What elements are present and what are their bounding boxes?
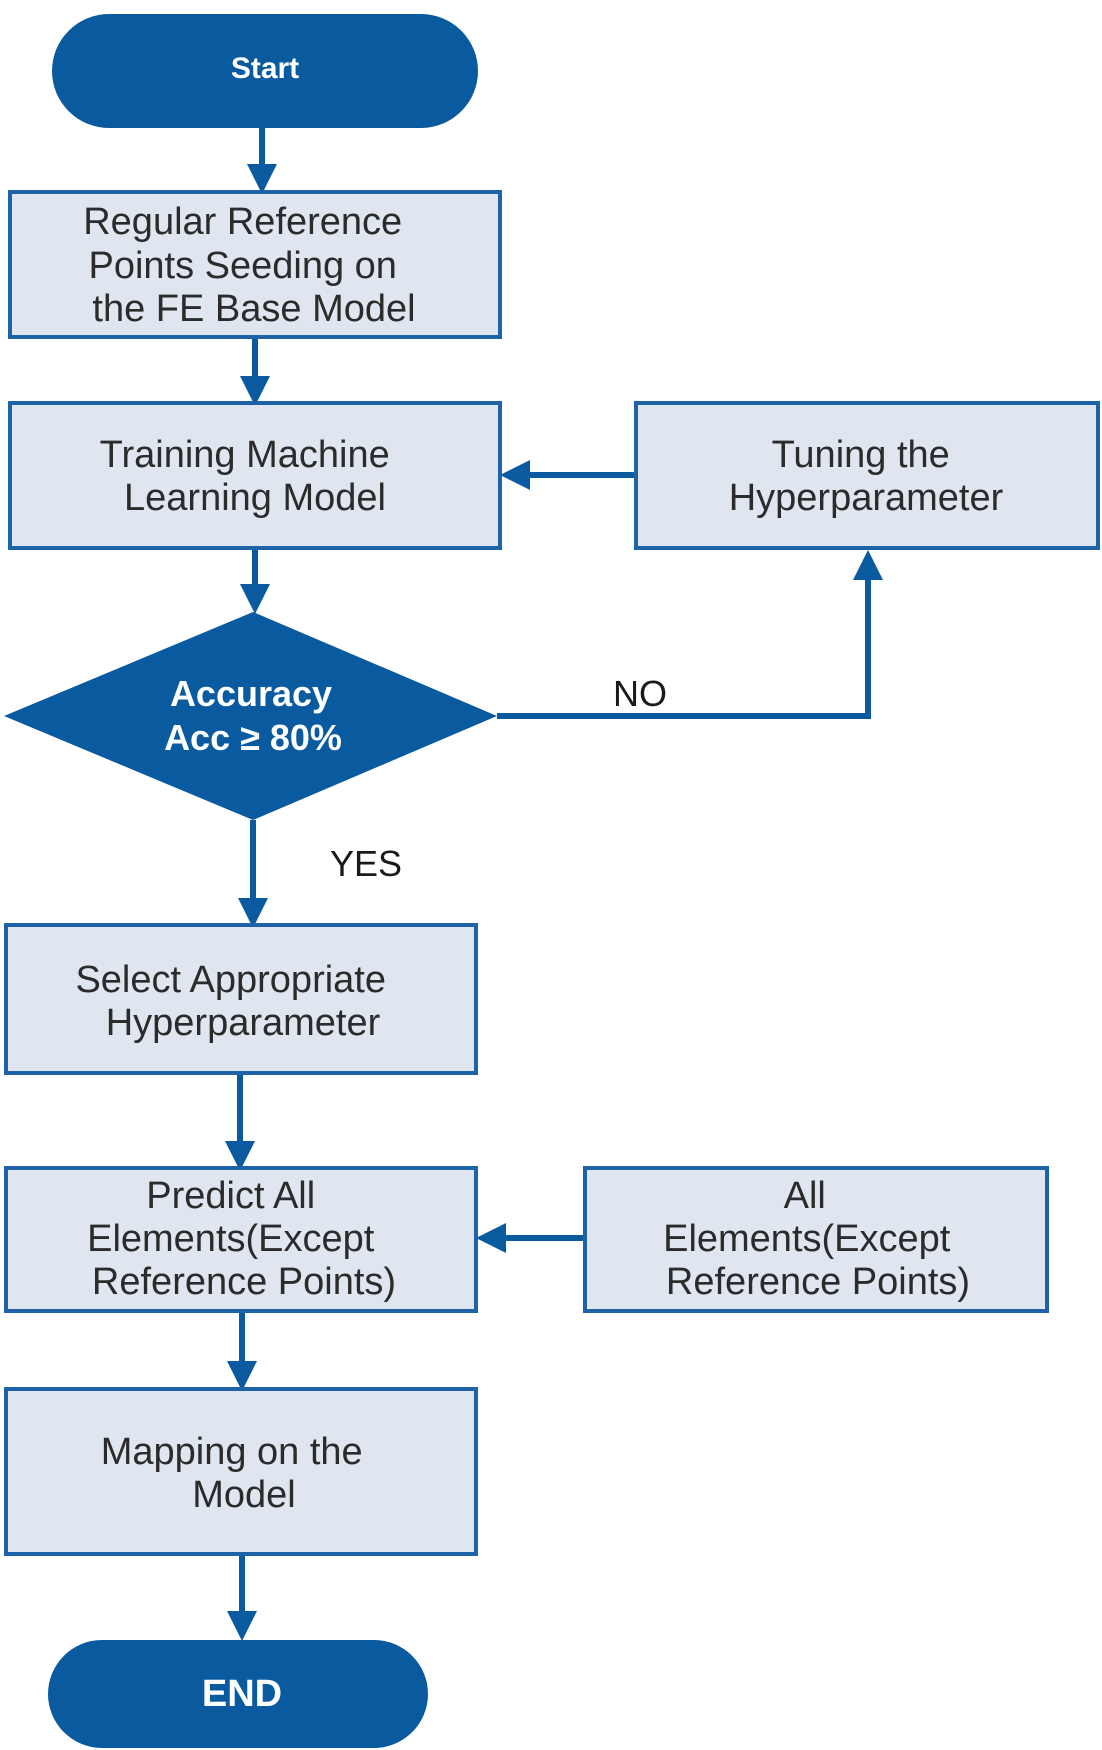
accuracy-decision: Accuracy Acc ≥ 80% bbox=[4, 612, 497, 820]
decision-shape bbox=[4, 612, 497, 820]
edge-decision-no-to-tuning bbox=[497, 550, 883, 719]
select-line-1: Select Appropriate bbox=[75, 959, 386, 1001]
training-line-2: Learning Model bbox=[124, 477, 386, 519]
training-shape bbox=[8, 401, 502, 550]
decision-line-2: Acc ≥ 80% bbox=[164, 717, 342, 758]
predict-line-3: Reference Points) bbox=[92, 1261, 396, 1303]
predict-label: Predict All Elements(Except Reference Po… bbox=[87, 1175, 396, 1303]
seeding-box: Regular Reference Points Seeding on the … bbox=[8, 190, 502, 339]
training-box: Training Machine Learning Model bbox=[8, 401, 502, 550]
mapping-line-2: Model bbox=[192, 1474, 296, 1516]
start-terminal: Start bbox=[52, 14, 478, 128]
tuning-line-1: Tuning the bbox=[772, 434, 950, 476]
start-label: Start bbox=[231, 52, 299, 85]
tuning-label: Tuning the Hyperparameter bbox=[729, 434, 1004, 519]
select-box: Select Appropriate Hyperparameter bbox=[4, 923, 478, 1075]
start-shape bbox=[52, 14, 478, 128]
tuning-box: Tuning the Hyperparameter bbox=[634, 401, 1100, 550]
tuning-line-2: Hyperparameter bbox=[729, 477, 1004, 519]
edge-label-yes: YES bbox=[330, 843, 402, 884]
seeding-label: Regular Reference Points Seeding on the … bbox=[83, 201, 415, 330]
decision-line-1: Accuracy bbox=[170, 673, 332, 714]
training-label: Training Machine Learning Model bbox=[100, 434, 401, 519]
end-line-1: END bbox=[202, 1673, 282, 1715]
end-label: END bbox=[202, 1673, 282, 1715]
seeding-line-3: the FE Base Model bbox=[92, 288, 415, 330]
all-elements-shape bbox=[583, 1166, 1049, 1313]
select-line-2: Hyperparameter bbox=[106, 1002, 381, 1044]
edge-label-no: NO bbox=[613, 673, 667, 714]
predict-box: Predict All Elements(Except Reference Po… bbox=[4, 1166, 478, 1313]
all-elements-box: All Elements(Except Reference Points) bbox=[583, 1166, 1049, 1313]
training-line-1: Training Machine bbox=[100, 434, 390, 476]
start-line-1: Start bbox=[231, 52, 299, 85]
edges bbox=[225, 128, 883, 1641]
mapping-label: Mapping on the Model bbox=[101, 1431, 374, 1516]
tuning-shape bbox=[634, 401, 1100, 550]
seeding-shape bbox=[8, 190, 502, 339]
select-label: Select Appropriate Hyperparameter bbox=[75, 959, 396, 1044]
all-elements-label: All Elements(Except Reference Points) bbox=[663, 1175, 970, 1303]
mapping-line-1: Mapping on the bbox=[101, 1431, 363, 1473]
end-shape bbox=[48, 1640, 428, 1748]
seeding-line-1: Regular Reference bbox=[83, 201, 402, 243]
predict-shape bbox=[4, 1166, 478, 1313]
all-elements-line-2: Elements(Except bbox=[663, 1218, 951, 1260]
select-shape bbox=[4, 923, 478, 1075]
decision-label: Accuracy Acc ≥ 80% bbox=[164, 673, 342, 758]
all-elements-line-1: All bbox=[784, 1175, 826, 1217]
predict-line-1: Predict All bbox=[146, 1175, 315, 1217]
mapping-shape bbox=[4, 1387, 478, 1556]
mapping-box: Mapping on the Model bbox=[4, 1387, 478, 1556]
end-terminal: END bbox=[48, 1640, 428, 1748]
all-elements-line-3: Reference Points) bbox=[666, 1261, 970, 1303]
predict-line-2: Elements(Except bbox=[87, 1218, 375, 1260]
seeding-line-2: Points Seeding on bbox=[88, 245, 396, 287]
